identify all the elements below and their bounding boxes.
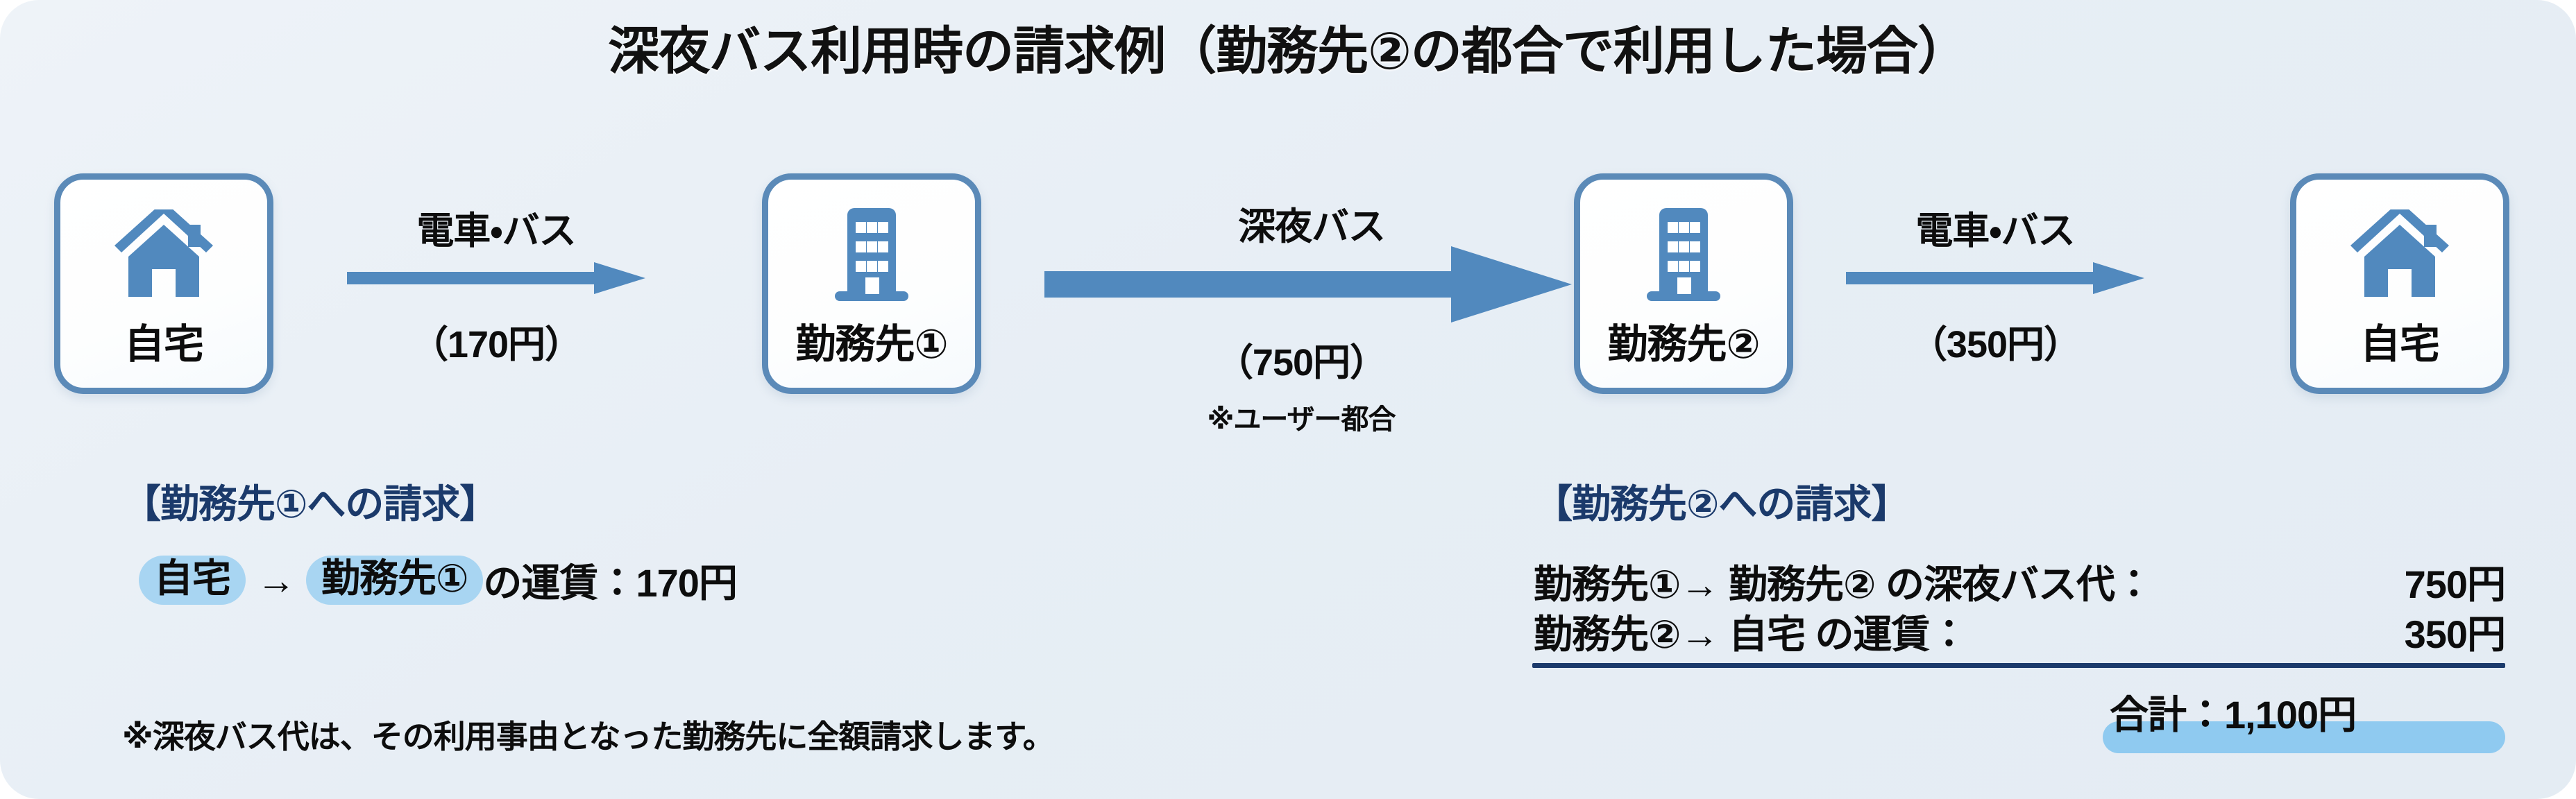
flow-node-work1: 勤務先① [762, 173, 981, 394]
billing-right-heading: 【勤務先②への請求】 [1534, 482, 1910, 526]
flow-node-label: 勤務先② [1607, 322, 1760, 367]
arrow-2 [1044, 246, 1572, 326]
billing-left-heading: 【勤務先①への請求】 [122, 482, 498, 526]
page-title: 深夜バス利用時の請求例（勤務先②の都合で利用した場合） [608, 22, 1969, 80]
arrow-1-fare-label: （170円） [410, 324, 582, 366]
building-icon [829, 203, 914, 307]
house-icon [2348, 203, 2452, 307]
arrow-3-fare-label: （350円） [1909, 324, 2081, 366]
billing-left-to-pill: 勤務先① [306, 556, 484, 605]
billing-left-line: 自宅 → 勤務先① の運賃：170円 [139, 552, 738, 608]
flow-node-label: 勤務先① [795, 322, 948, 367]
arrow-1-mode-label: 電車・バス [416, 210, 576, 252]
total-highlight [2103, 721, 2505, 753]
billing-right-row-2-amount: 350円 [2404, 612, 2506, 656]
building-icon [1641, 203, 1726, 307]
arrow-2-fare-label: （750円） [1215, 342, 1387, 384]
arrow-2-note-label: ※ユーザー都合 [1207, 404, 1396, 435]
flow-node-home-start: 自宅 [54, 173, 273, 394]
billing-right-row-2-desc: 勤務先②→ 自宅 の運賃： [1534, 612, 1969, 656]
flow-node-work2: 勤務先② [1574, 173, 1793, 394]
billing-left-arrow-glyph: → [257, 558, 296, 602]
footnote: ※深夜バス代は、その利用事由となった勤務先に全額請求します。 [122, 719, 1055, 755]
house-icon [112, 203, 216, 307]
flow-node-label: 自宅 [124, 322, 204, 367]
billing-right-row-1-desc: 勤務先①→ 勤務先② の深夜バス代： [1534, 562, 2153, 606]
billing-right-total: 合計：1,100円 [2110, 693, 2357, 737]
billing-right-row-1-amount: 750円 [2404, 562, 2506, 606]
arrow-1 [347, 262, 645, 298]
billing-left-suffix: の運賃：170円 [483, 561, 737, 605]
billing-left-from-pill: 自宅 [139, 556, 246, 605]
total-divider [1532, 663, 2505, 668]
arrow-3 [1846, 262, 2144, 298]
flow-node-label: 自宅 [2359, 322, 2440, 367]
flow-node-home-end: 自宅 [2290, 173, 2509, 394]
arrow-2-mode-label: 深夜バス [1238, 206, 1386, 248]
arrow-3-mode-label: 電車・バス [1915, 210, 2075, 252]
